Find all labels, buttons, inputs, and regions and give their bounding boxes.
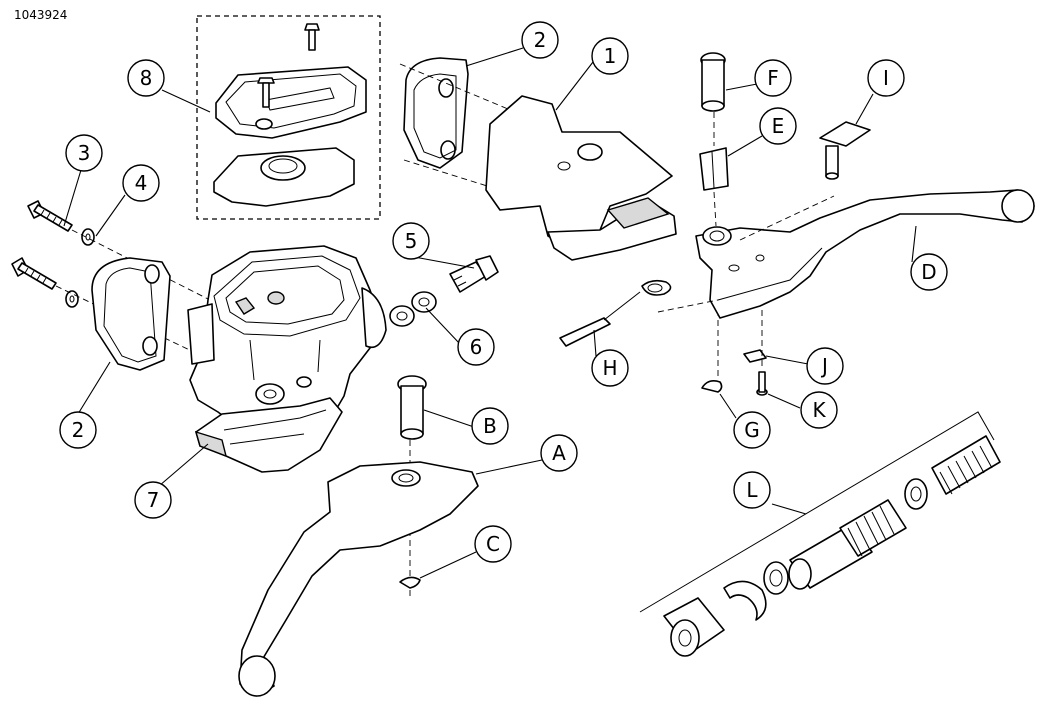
clamp-bolts xyxy=(11,200,211,356)
leader-lines xyxy=(63,47,917,579)
callout-E-label: E xyxy=(772,114,785,138)
piston-kit xyxy=(639,411,1001,657)
callout-E: E xyxy=(759,107,797,145)
callout-8: 8 xyxy=(127,59,165,97)
callout-I: I xyxy=(867,59,905,97)
callout-L: L xyxy=(733,471,771,509)
callout-I-label: I xyxy=(883,66,889,90)
callout-F: F xyxy=(754,59,792,97)
callout-6-label: 6 xyxy=(470,335,483,359)
reservoir-cover-group xyxy=(196,15,381,220)
callout-K: K xyxy=(800,391,838,429)
callout-A-label: A xyxy=(552,441,566,465)
callout-5: 5 xyxy=(392,222,430,260)
callout-D-label: D xyxy=(921,260,936,284)
callout-2-upper: 2 xyxy=(521,21,559,59)
callout-1-label: 1 xyxy=(604,44,617,68)
callout-F-label: F xyxy=(767,66,779,90)
left-clamp xyxy=(91,257,171,371)
callout-B: B xyxy=(471,407,509,445)
callout-G: G xyxy=(733,411,771,449)
callout-6: 6 xyxy=(457,328,495,366)
rear-lever xyxy=(559,52,1035,396)
figure-id: 1043924 xyxy=(14,8,68,22)
callout-7: 7 xyxy=(134,481,172,519)
callout-J-label: J xyxy=(820,354,828,378)
callout-D: D xyxy=(910,253,948,291)
callout-4: 4 xyxy=(122,164,160,202)
callout-3: 3 xyxy=(65,134,103,172)
callout-C: C xyxy=(474,525,512,563)
callout-B-label: B xyxy=(483,414,497,438)
callout-G-label: G xyxy=(744,418,760,442)
callout-A: A xyxy=(540,434,578,472)
callout-5-label: 5 xyxy=(405,229,418,253)
callout-3-label: 3 xyxy=(78,141,91,165)
callout-8-label: 8 xyxy=(140,66,153,90)
callout-K-label: K xyxy=(812,398,826,422)
switch-piece xyxy=(194,397,343,473)
callout-4-label: 4 xyxy=(135,171,148,195)
callout-1: 1 xyxy=(591,37,629,75)
master-cylinder-body xyxy=(187,245,387,441)
callout-2-lower-label: 2 xyxy=(72,418,85,442)
callout-C-label: C xyxy=(486,532,500,556)
callout-H: H xyxy=(591,349,629,387)
banjo-bolt xyxy=(389,255,499,327)
front-lever xyxy=(238,375,479,697)
callout-H-label: H xyxy=(602,356,617,380)
upper-housing xyxy=(399,57,677,261)
callout-2-lower: 2 xyxy=(59,411,97,449)
callout-7-label: 7 xyxy=(147,488,160,512)
callout-2-upper-label: 2 xyxy=(534,28,547,52)
callout-L-label: L xyxy=(746,478,758,502)
callout-J: J xyxy=(806,347,844,385)
